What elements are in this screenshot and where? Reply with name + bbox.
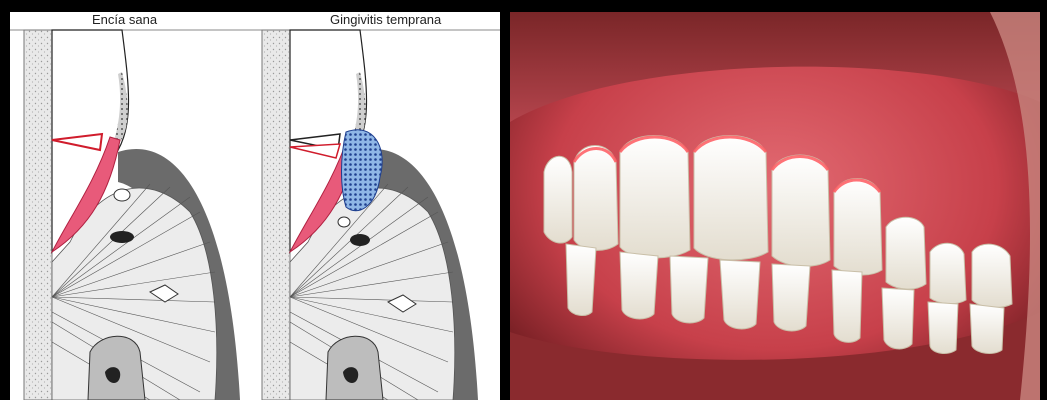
intraoral-photo [510,12,1040,400]
healthy-gingiva-diagram [24,30,240,400]
teeth-photo [510,12,1040,400]
healthy-gingiva-title: Encía sana [92,12,157,27]
early-gingivitis-diagram [262,30,478,400]
gingiva-diagrams [10,12,500,400]
early-gingivitis-title: Gingivitis temprana [330,12,441,27]
diagram-panel: Encía sana Gingivitis temprana [10,12,500,400]
